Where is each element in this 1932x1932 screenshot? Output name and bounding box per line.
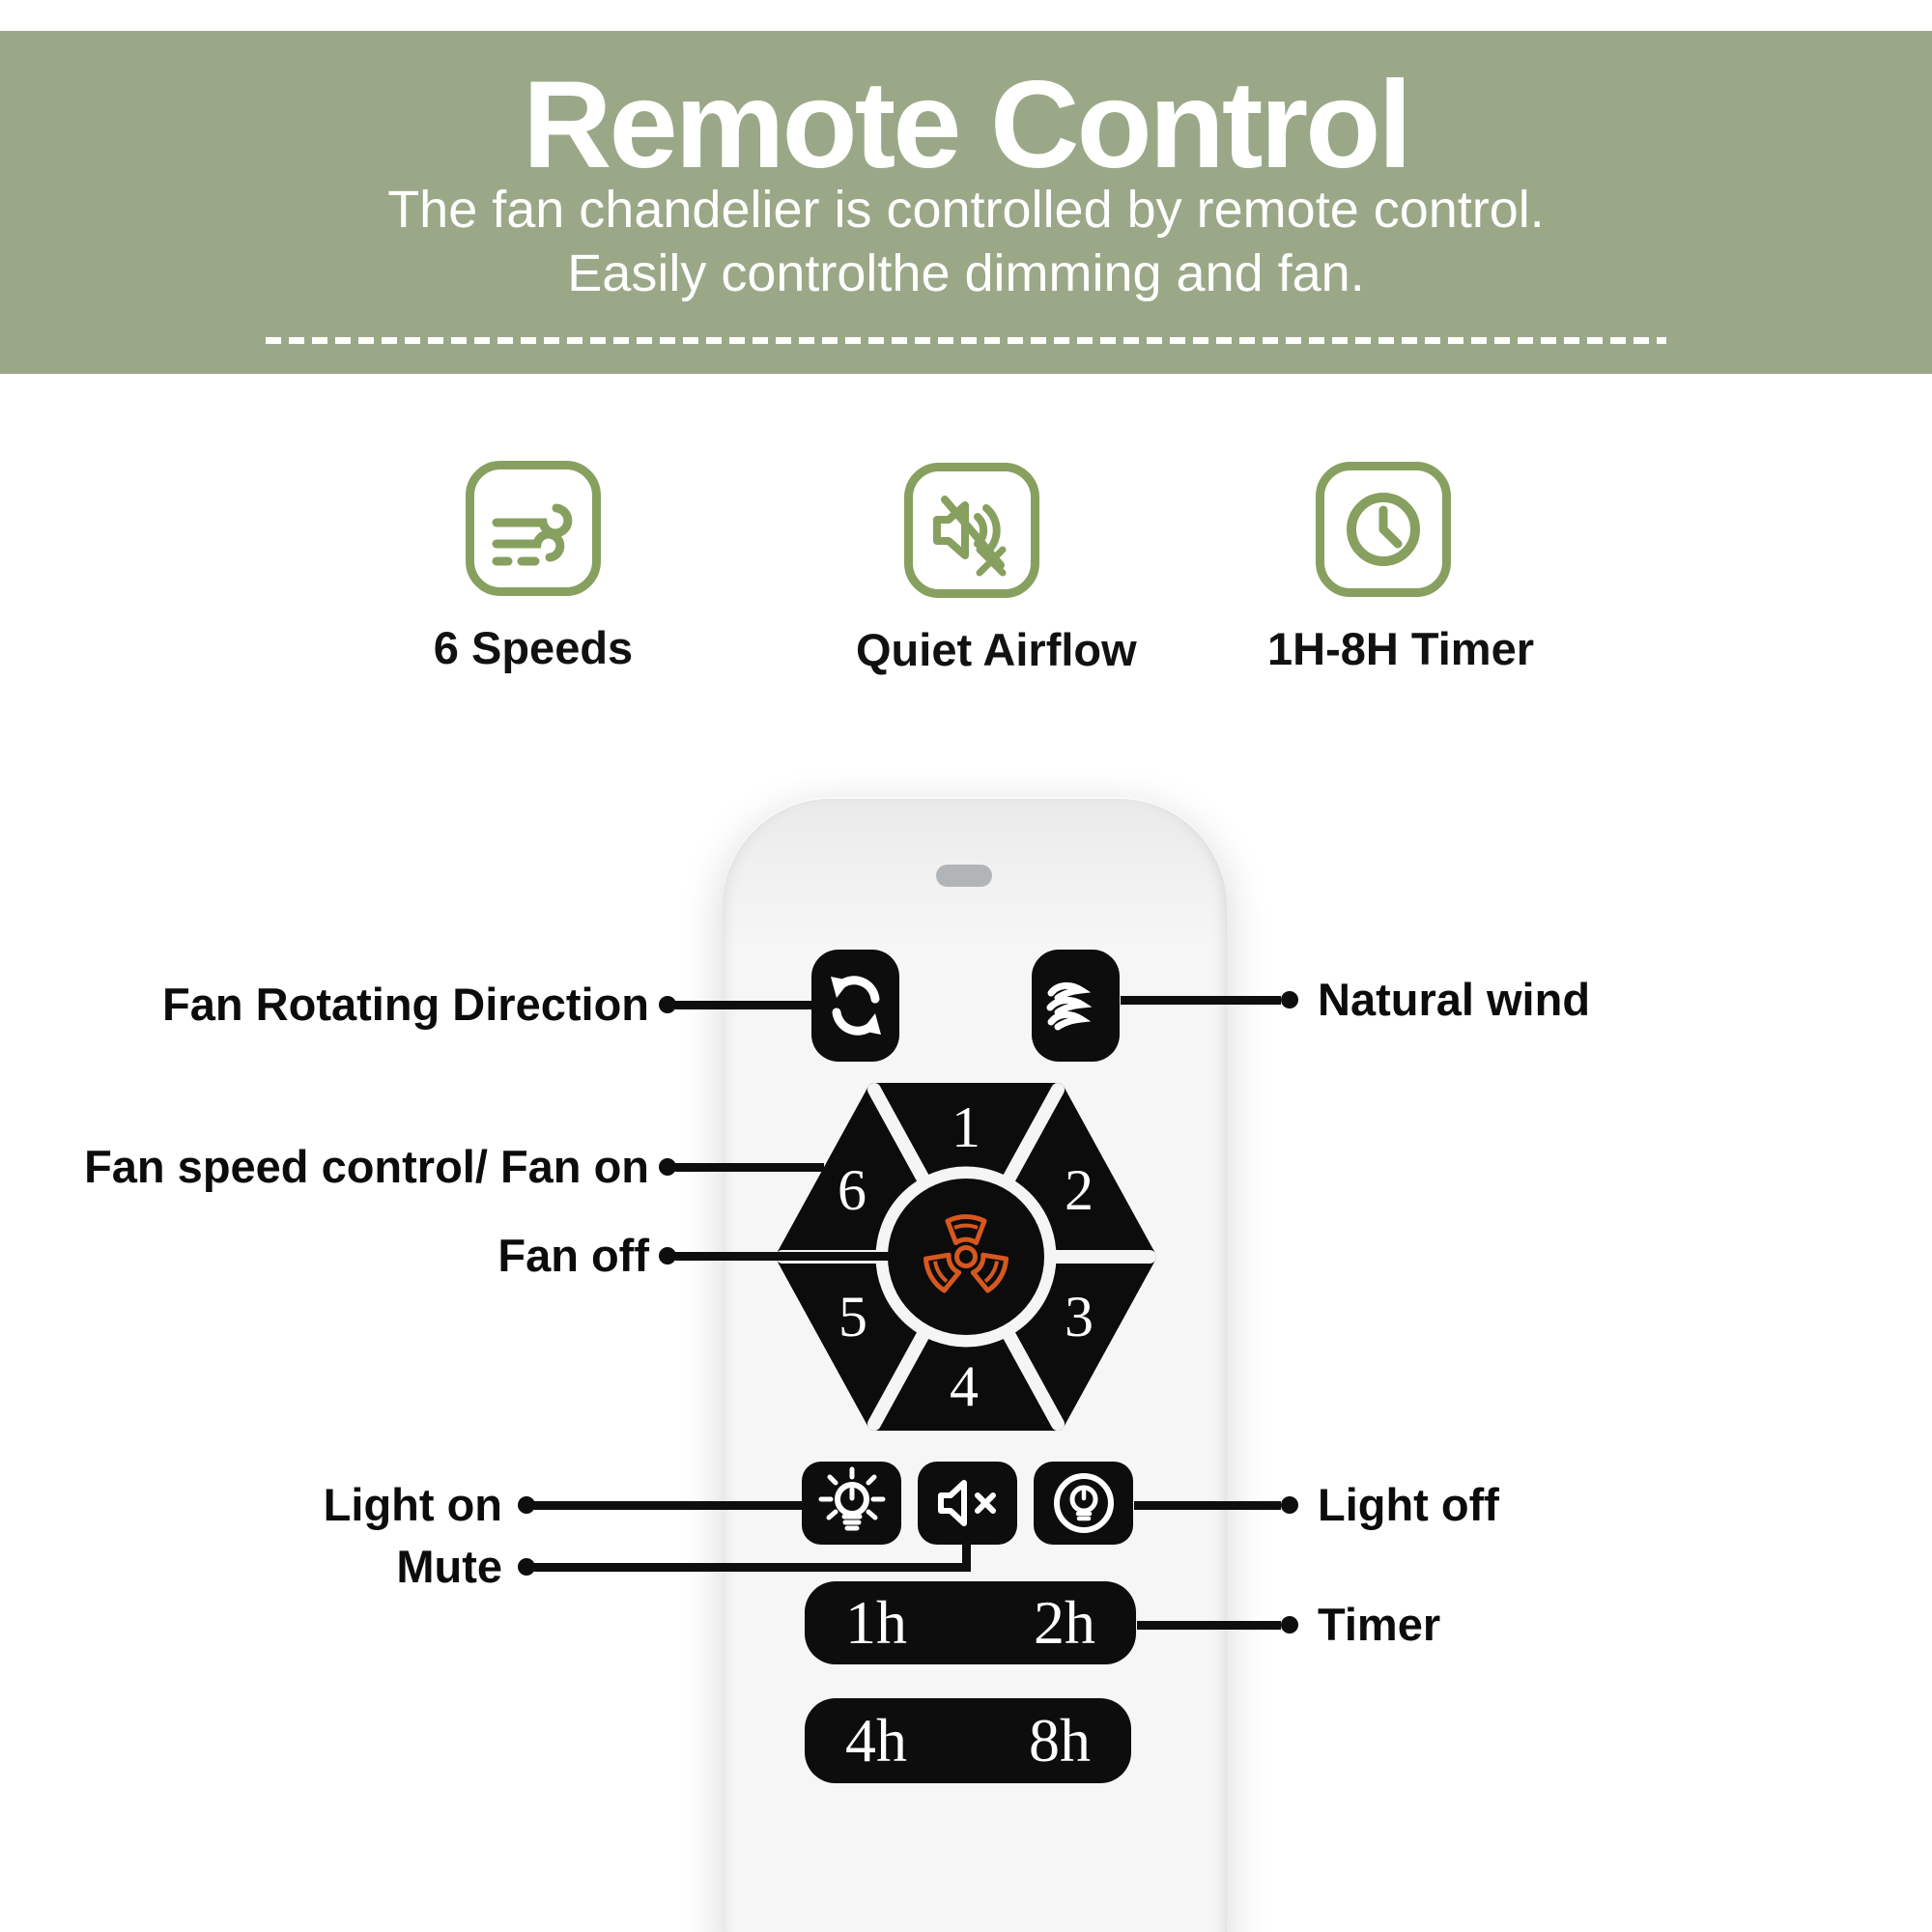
feature-6-speeds: 6 Speeds [417,461,649,674]
natural-wind-icon [1046,982,1092,1031]
callout-light-off: Light off [1318,1479,1499,1530]
subtitle-line-2: Easily controlthe dimming and fan. [567,244,1365,302]
callout-natural-wind: Natural wind [1318,974,1591,1025]
callout-line-vertical [962,1544,971,1572]
natural-wind-button[interactable] [1032,950,1120,1062]
callout-fan-rotating-direction: Fan Rotating Direction [162,979,649,1030]
feature-label: 6 Speeds [433,622,634,673]
led-indicator [936,865,992,887]
callout-timer: Timer [1318,1599,1441,1650]
fan-speed-pad[interactable] [773,1064,1159,1450]
feature-label: Quiet Airflow [856,624,1137,675]
dashed-divider [266,337,1666,344]
wind-icon [466,461,601,596]
timer-8h-label[interactable]: 8h [1029,1706,1091,1775]
speaker-x-icon [937,1480,996,1526]
fan-off-button[interactable] [888,1179,1044,1335]
callout-line [1121,996,1281,1005]
callout-line [534,1563,971,1572]
callout-dot [518,1496,535,1514]
page-title: Remote Control [523,56,1412,194]
speed-button-1[interactable]: 1 [952,1095,980,1159]
subtitle-line-1: The fan chandelier is controlled by remo… [387,181,1545,239]
feature-timer: 1H-8H Timer [1267,462,1535,675]
fan-rotating-direction-button[interactable] [811,950,899,1062]
feature-quiet-airflow: Quiet Airflow [856,463,1137,676]
callout-dot [1281,1496,1298,1514]
light-on-button[interactable] [802,1462,901,1545]
callout-line [534,1501,803,1510]
bulb-off-icon [1053,1473,1114,1533]
callout-dot [1281,991,1298,1009]
speed-button-2[interactable]: 2 [1065,1158,1094,1222]
bulb-on-icon [818,1466,885,1531]
callout-dot [659,1158,676,1176]
callout-line [1137,1621,1281,1630]
clock-icon [1316,462,1451,597]
callout-line [675,1163,824,1172]
muted-speaker-icon [904,463,1039,598]
callout-fan-speed: Fan speed control/ Fan on [84,1141,649,1192]
speed-button-6[interactable]: 6 [838,1158,867,1222]
callout-line [1134,1501,1281,1510]
light-off-button[interactable] [1034,1462,1133,1545]
mute-button[interactable] [918,1462,1017,1545]
callout-light-on: Light on [323,1479,502,1530]
callout-dot [518,1558,535,1576]
timer-button-4h-8h[interactable]: 4h 8h [805,1698,1131,1783]
callout-dot [659,996,676,1013]
header-banner: Remote Control The fan chandelier is con… [0,31,1932,374]
speed-button-3[interactable]: 3 [1065,1285,1094,1349]
timer-2h-label[interactable]: 2h [1034,1588,1095,1657]
timer-1h-label[interactable]: 1h [845,1588,907,1657]
callout-mute: Mute [396,1541,502,1592]
callout-line [675,1252,890,1261]
fan-blades-icon [923,1213,1009,1293]
speed-button-4[interactable]: 4 [950,1354,979,1418]
callout-dot [659,1247,676,1264]
callout-dot [1281,1616,1298,1634]
speed-button-5[interactable]: 5 [838,1285,867,1349]
rotate-arrows-icon [830,976,881,1036]
timer-4h-label[interactable]: 4h [845,1706,907,1775]
timer-button-1h-2h[interactable]: 1h 2h [805,1581,1136,1664]
callout-line [675,1001,811,1009]
callout-fan-off: Fan off [497,1230,649,1281]
feature-label: 1H-8H Timer [1267,623,1535,674]
